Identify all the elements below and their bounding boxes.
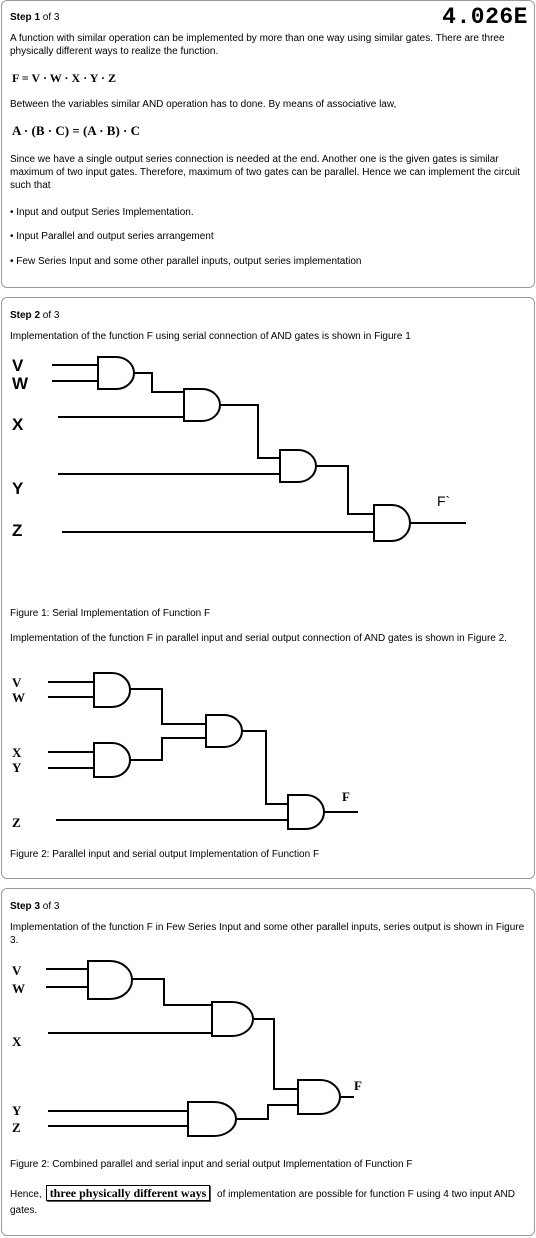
step-1-heading: Step 1 of 3 bbox=[10, 12, 60, 23]
input-label-x: X bbox=[12, 1034, 22, 1049]
step-1-paragraph-3: Since we have a single output series con… bbox=[10, 154, 521, 191]
input-label-v: V bbox=[12, 356, 24, 375]
and-gate-1 bbox=[97, 356, 135, 390]
step-2-intro-2: Implementation of the function F in para… bbox=[10, 633, 507, 644]
input-label-x: X bbox=[12, 415, 24, 434]
figure-2-caption: Figure 2: Parallel input and serial outp… bbox=[10, 849, 320, 860]
input-label-v: V bbox=[12, 963, 22, 978]
and-gate-2 bbox=[93, 742, 131, 778]
step-1-paragraph-2: Between the variables similar AND operat… bbox=[10, 99, 397, 110]
and-gate-3 bbox=[187, 1101, 237, 1137]
and-gate-3 bbox=[279, 449, 317, 483]
input-label-y: Y bbox=[12, 1103, 22, 1118]
and-gate-2 bbox=[211, 1001, 254, 1037]
step-3-intro: Implementation of the function F in Few … bbox=[10, 922, 525, 946]
figure-3-combined-circuit: V W X Y Z F bbox=[12, 960, 362, 1137]
step-1-card: Step 1 of 3 4.026E A function with simil… bbox=[1, 0, 535, 288]
and-gate-4 bbox=[287, 794, 325, 830]
step-2-heading: Step 2 of 3 bbox=[10, 310, 60, 321]
output-label-f: F bbox=[354, 1078, 362, 1093]
output-label-f: F bbox=[342, 789, 350, 804]
input-label-y: Y bbox=[12, 760, 22, 775]
and-gate-4 bbox=[373, 504, 411, 542]
input-label-w: W bbox=[12, 374, 29, 393]
figure-1-serial-circuit: V W X Y Z F` bbox=[12, 356, 466, 542]
step-3-card: Step 3 of 3 Implementation of the functi… bbox=[1, 888, 535, 1236]
step-3-heading: Step 3 of 3 bbox=[10, 901, 60, 912]
figure-2-parallel-circuit: V W X Y Z F bbox=[12, 672, 358, 830]
input-label-z: Z bbox=[12, 521, 22, 540]
step-2-card: Step 2 of 3 Implementation of the functi… bbox=[1, 297, 535, 879]
equation-f: F = V · W · X · Y · Z bbox=[12, 71, 116, 85]
input-label-z: Z bbox=[12, 1120, 21, 1135]
output-label-f: F` bbox=[437, 493, 450, 509]
and-gate-4 bbox=[297, 1079, 341, 1115]
input-label-y: Y bbox=[12, 479, 24, 498]
figure-1-caption: Figure 1: Serial Implementation of Funct… bbox=[10, 608, 211, 619]
and-gate-1 bbox=[93, 672, 131, 708]
step-2-intro: Implementation of the function F using s… bbox=[10, 331, 411, 342]
problem-code: 4.026E bbox=[442, 4, 528, 30]
and-gate-2 bbox=[183, 388, 221, 422]
and-gate-3 bbox=[205, 714, 243, 748]
bullet-item: • Input Parallel and output series arran… bbox=[10, 231, 214, 242]
equation-associative-law: A · (B · C) = (A · B) · C bbox=[12, 123, 141, 138]
and-gate-1 bbox=[87, 960, 133, 1000]
step-1-paragraph-1: A function with similar operation can be… bbox=[10, 33, 505, 57]
input-label-w: W bbox=[12, 690, 25, 705]
conclusion-paragraph: Hence,three physically different ways of… bbox=[10, 1185, 515, 1216]
answer-box: three physically different ways bbox=[45, 1185, 211, 1201]
figure-3-caption: Figure 2: Combined parallel and serial i… bbox=[10, 1159, 413, 1170]
input-label-x: X bbox=[12, 745, 22, 760]
bullet-item: • Few Series Input and some other parall… bbox=[10, 256, 362, 267]
input-label-z: Z bbox=[12, 815, 21, 830]
input-label-v: V bbox=[12, 675, 22, 690]
input-label-w: W bbox=[12, 981, 25, 996]
bullet-item: • Input and output Series Implementation… bbox=[10, 207, 194, 218]
